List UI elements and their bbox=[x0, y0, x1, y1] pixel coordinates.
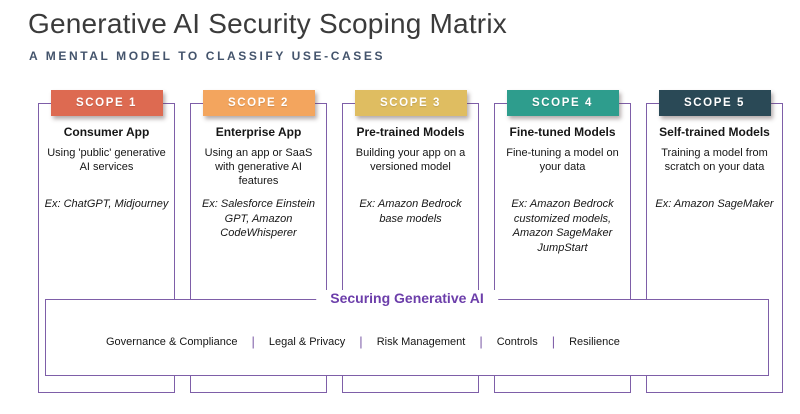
scope-badge: SCOPE 3 bbox=[354, 90, 467, 116]
securing-generative-ai-box: Securing Generative AI Governance & Comp… bbox=[45, 290, 769, 376]
scope-heading: Fine-tuned Models bbox=[509, 125, 616, 139]
scope-example: Ex: Amazon SageMaker bbox=[655, 198, 774, 210]
scope-column: SCOPE 3 Pre-trained Models Building your… bbox=[342, 90, 479, 393]
item-separator: | bbox=[359, 334, 363, 349]
scope-column: SCOPE 2 Enterprise App Using an app or S… bbox=[190, 90, 327, 393]
scope-description: Building your app on a versioned model bbox=[355, 147, 466, 174]
securing-item: Governance & Compliance bbox=[106, 335, 238, 348]
item-separator: | bbox=[251, 334, 255, 349]
item-separator: | bbox=[479, 334, 483, 349]
item-separator: | bbox=[551, 334, 556, 349]
scope-description: Using 'public' generative AI services bbox=[47, 147, 166, 174]
scope-description: Training a model from scratch on your da… bbox=[661, 147, 768, 174]
scope-example: Ex: Salesforce Einstein GPT, Amazon Code… bbox=[201, 198, 316, 240]
scope-example: Ex: ChatGPT, Midjourney bbox=[44, 198, 169, 210]
scope-badge: SCOPE 2 bbox=[202, 90, 315, 116]
scope-description: Fine-tuning a model on your data bbox=[506, 147, 619, 174]
scope-heading: Consumer App bbox=[63, 125, 150, 139]
securing-item: Legal & Privacy bbox=[268, 335, 346, 348]
page-title: Generative AI Security Scoping Matrix bbox=[28, 8, 507, 39]
scope-badge: SCOPE 1 bbox=[50, 90, 163, 116]
securing-item: Resilience bbox=[569, 335, 620, 348]
securing-item: Risk Management bbox=[376, 335, 466, 348]
scope-example: Ex: Amazon Bedrock base models bbox=[359, 198, 462, 225]
scope-badge: SCOPE 4 bbox=[506, 90, 619, 116]
scope-heading: Enterprise App bbox=[215, 125, 302, 139]
scope-badge: SCOPE 5 bbox=[658, 90, 771, 116]
scope-heading: Self-trained Models bbox=[659, 125, 770, 139]
securing-box-title: Securing Generative AI bbox=[316, 290, 498, 306]
scope-heading: Pre-trained Models bbox=[356, 125, 465, 139]
scope-column: SCOPE 5 Self-trained Models Training a m… bbox=[646, 90, 783, 393]
securing-item: Controls bbox=[496, 335, 538, 348]
scope-example: Ex: Amazon Bedrock customized models, Am… bbox=[511, 198, 614, 254]
securing-items-row: Governance & Compliance | Legal & Privacy |… bbox=[106, 334, 758, 349]
scope-column: SCOPE 1 Consumer App Using 'public' gene… bbox=[38, 90, 175, 393]
page-subtitle: A MENTAL MODEL TO CLASSIFY USE-CASES bbox=[29, 49, 386, 63]
scope-description: Using an app or SaaS with generative AI … bbox=[204, 147, 313, 188]
scope-column: SCOPE 4 Fine-tuned Models Fine-tuning a … bbox=[494, 90, 631, 393]
